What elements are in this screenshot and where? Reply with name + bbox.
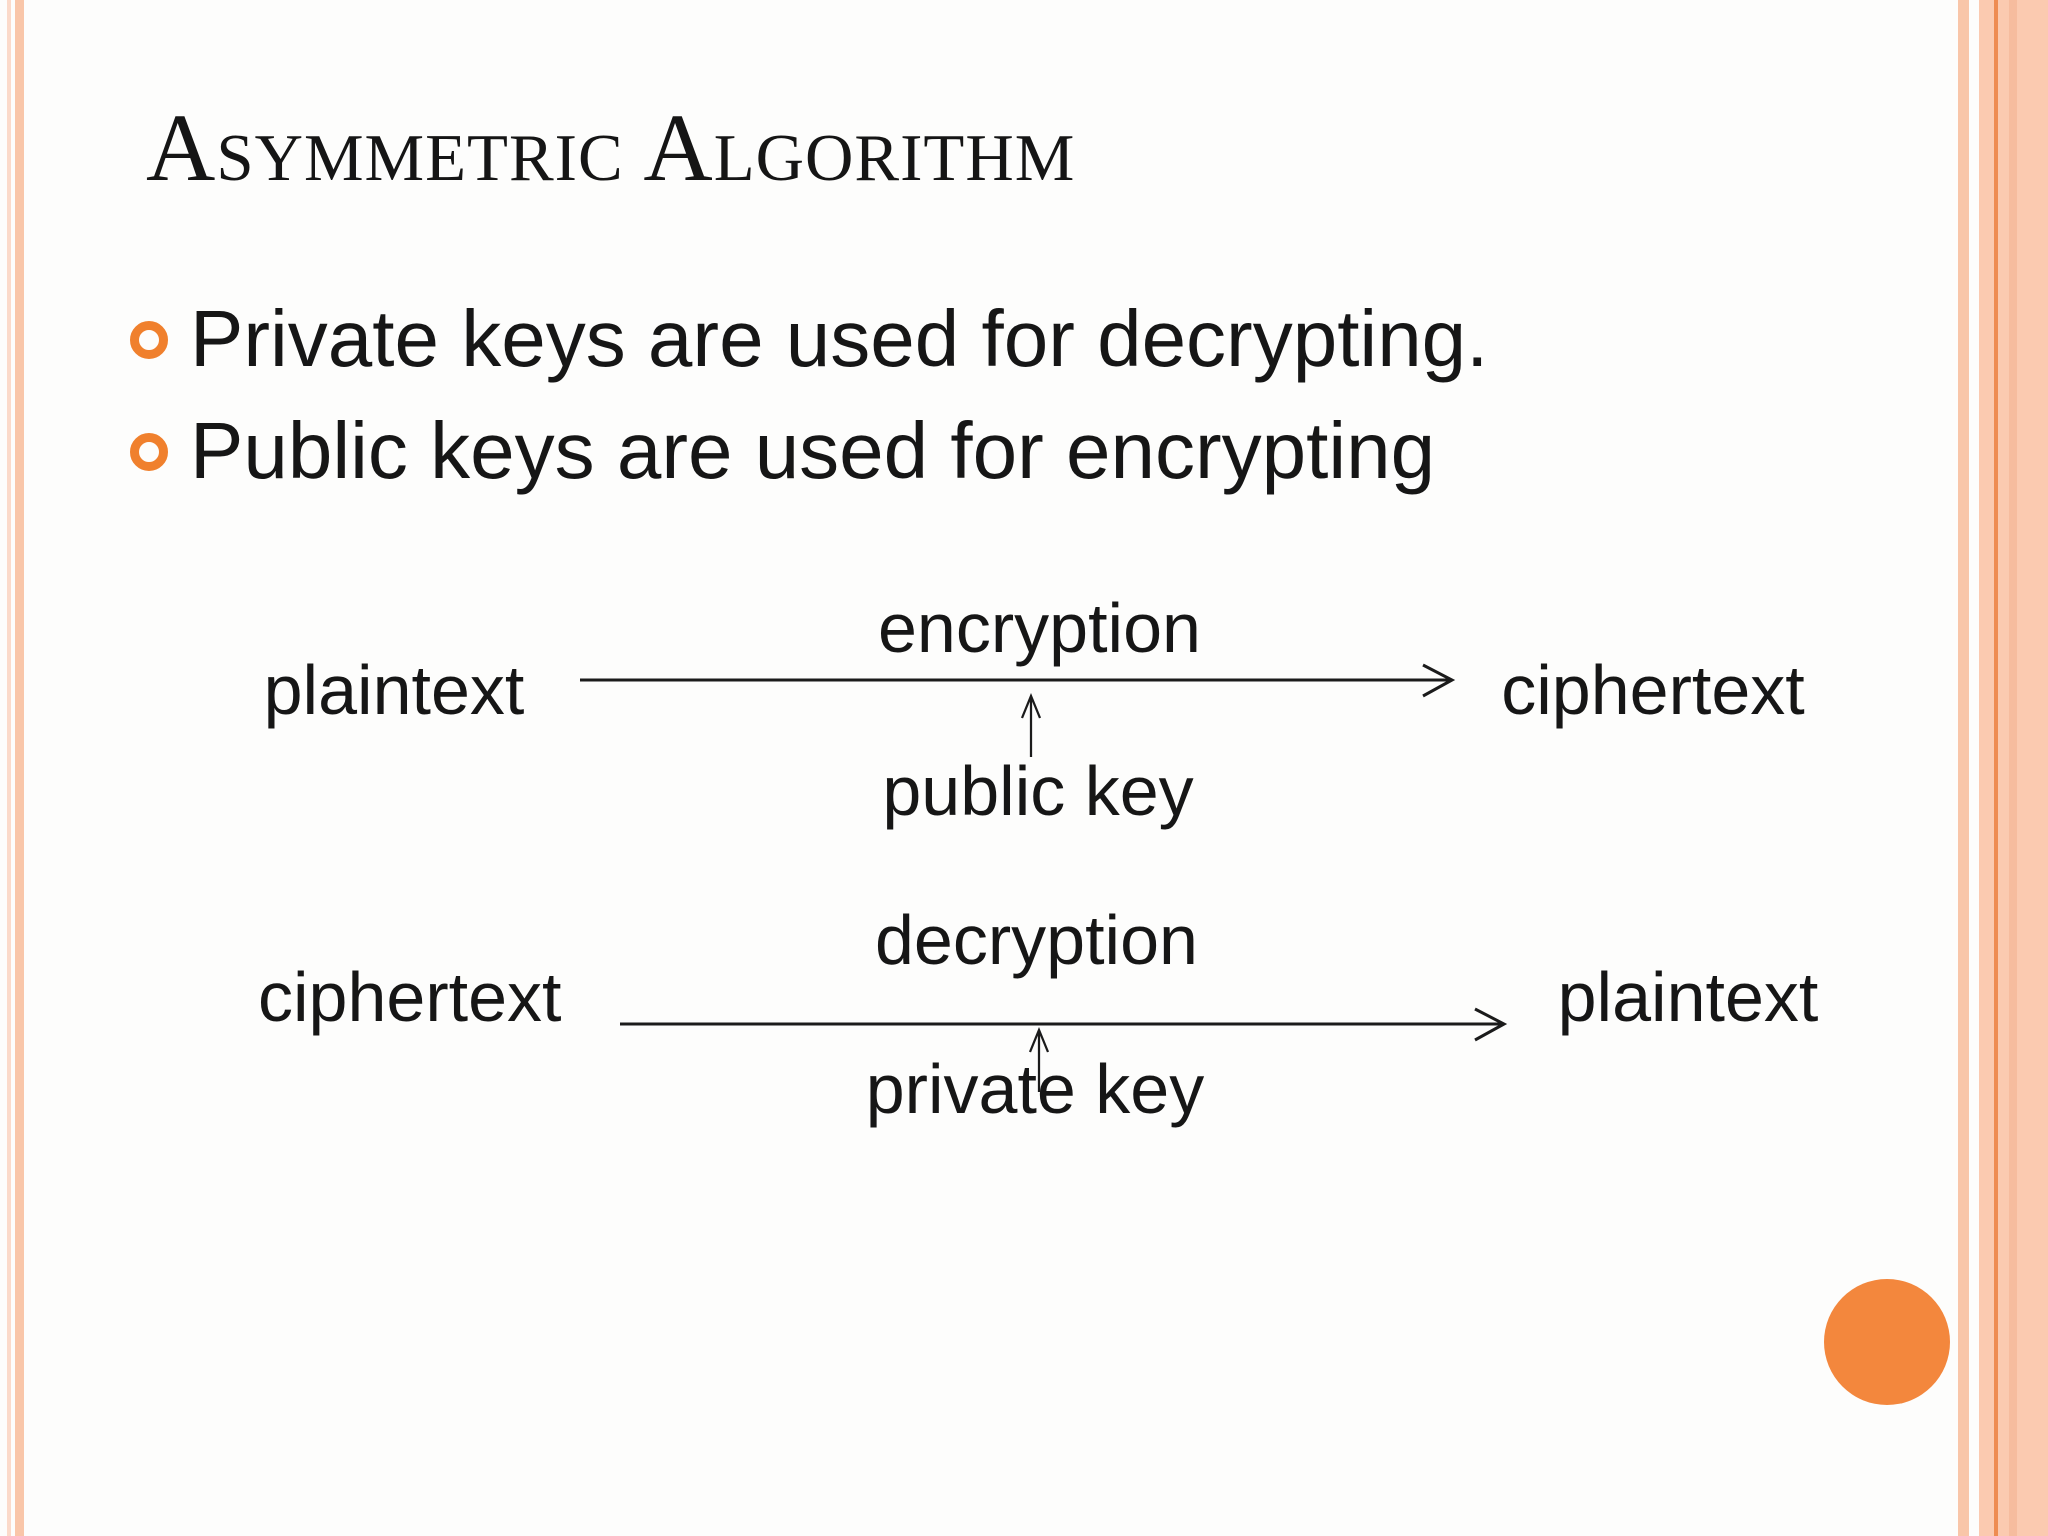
encryption-arrow [580, 663, 1456, 698]
bullet-text: Public keys are used for encrypting [190, 406, 1436, 495]
right-border-accent-line [1994, 0, 1998, 1536]
diagram-label-target: plaintext [1557, 958, 1819, 1036]
slide-title: Asymmetric Algorithm [146, 94, 1076, 201]
bullet-item: Private keys are used for decrypting. [130, 291, 1488, 387]
diagram-label-target: ciphertext [1501, 651, 1805, 729]
diagram-label-key: private key [865, 1050, 1205, 1128]
left-border-stripe-thick [15, 0, 24, 1536]
diagram-label-process: encryption [878, 589, 1201, 667]
diagram-label-source: plaintext [263, 651, 525, 729]
right-border-band-stripe [2009, 0, 2017, 1536]
bullet-ring-icon [130, 321, 168, 359]
diagram-label-source: ciphertext [258, 958, 562, 1036]
decryption-arrow [620, 1007, 1508, 1042]
left-border-stripe-thin [7, 0, 11, 1536]
bullet-item: Public keys are used for encrypting [130, 403, 1435, 499]
public-key-arrow [1020, 693, 1042, 757]
diagram-label-process: decryption [875, 901, 1198, 979]
diagram-label-key: public key [882, 752, 1194, 830]
bullet-ring-icon [130, 433, 168, 471]
bullet-text: Private keys are used for decrypting. [190, 294, 1489, 383]
right-border-stripe [1958, 0, 1969, 1536]
corner-circle-decoration [1824, 1279, 1950, 1405]
